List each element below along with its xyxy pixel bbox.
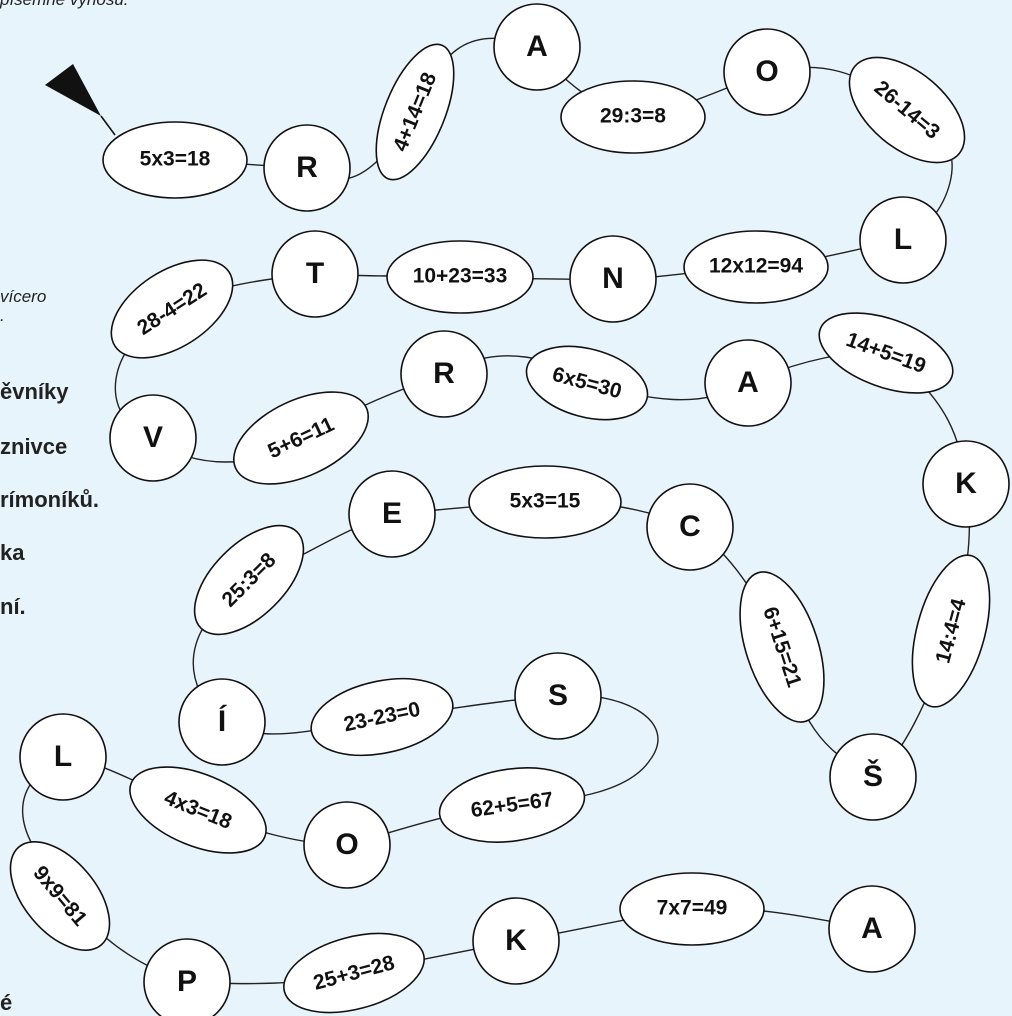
node-13: 28-4=22	[110, 259, 234, 359]
node-28: Í	[178, 678, 266, 766]
letter-label: R	[433, 357, 455, 390]
node-12: T	[271, 230, 359, 318]
letter-label: Š	[863, 759, 883, 793]
node-30: S	[514, 652, 602, 740]
node-29: 23-23=0	[310, 677, 454, 757]
node-5: 29:3=8	[560, 80, 706, 154]
letter-label: R	[296, 151, 318, 184]
text-line-3: rímoníků.	[0, 487, 100, 512]
node-20: K	[922, 440, 1010, 528]
node-38: K	[472, 897, 560, 985]
node-23: 6+15=21	[739, 571, 825, 723]
node-37: 25+3=28	[283, 932, 425, 1014]
node-24: C	[646, 483, 734, 571]
text-line-2: znivce	[0, 434, 68, 459]
node-14: V	[109, 394, 197, 482]
letter-label: S	[548, 679, 568, 712]
equation-label: 12x12=94	[709, 255, 803, 278]
letter-label: O	[755, 55, 778, 88]
node-10: N	[569, 235, 657, 323]
text-line-5: ní.	[0, 594, 26, 619]
equation-label: 10+23=33	[413, 265, 508, 288]
node-17: 6x5=30	[525, 345, 649, 421]
node-35: 9x9=81	[9, 840, 111, 952]
text-line-1: ěvníky	[0, 379, 69, 404]
node-2: R	[263, 124, 351, 212]
node-9: 12x12=94	[683, 230, 829, 304]
node-25: 5x3=15	[468, 465, 622, 539]
node-6: O	[723, 28, 811, 116]
node-27: 25:3=8	[193, 524, 305, 636]
node-16: R	[400, 330, 488, 418]
node-15: 5+6=11	[232, 391, 370, 485]
node-18: A	[704, 339, 792, 427]
dot-fragment: .	[0, 306, 5, 325]
equation-label: 29:3=8	[600, 105, 666, 128]
node-32: O	[303, 801, 391, 889]
node-21: 14:4=4	[911, 554, 991, 708]
top-italic-fragment: písemné výnosu.	[0, 0, 129, 10]
node-26: E	[348, 470, 436, 558]
node-11: 10+23=33	[386, 240, 534, 314]
letter-label: A	[861, 912, 883, 945]
letter-label: L	[54, 740, 72, 773]
letter-label: T	[306, 257, 324, 290]
letter-label: V	[143, 421, 163, 454]
node-39: 7x7=49	[619, 872, 765, 946]
node-1: 5x3=18	[102, 121, 248, 199]
equation-label: 7x7=49	[657, 897, 728, 920]
text-line-4: ka	[0, 540, 25, 565]
letter-label: K	[955, 467, 977, 500]
node-7: 26-14=3	[848, 56, 966, 164]
letter-label: K	[505, 924, 527, 957]
letter-label: Í	[218, 704, 227, 738]
letter-label: C	[679, 510, 701, 543]
letter-label: L	[894, 223, 912, 256]
letter-label: E	[382, 497, 402, 530]
equation-label: 5x3=15	[510, 490, 581, 513]
letter-label: A	[526, 30, 548, 63]
letter-label: N	[602, 262, 624, 295]
letter-label: O	[335, 828, 358, 861]
node-34: L	[19, 713, 107, 801]
letter-label: P	[177, 965, 197, 998]
vicero-fragment: vícero	[0, 287, 47, 306]
letter-label: A	[737, 366, 759, 399]
node-4: A	[493, 3, 581, 91]
node-19: 14+5=19	[818, 312, 954, 394]
node-8: L	[859, 196, 947, 284]
node-3: 4+14=18	[375, 43, 455, 181]
node-22: Š	[829, 733, 917, 821]
node-36: P	[143, 938, 231, 1016]
node-40: A	[828, 885, 916, 973]
node-31: 62+5=67	[438, 767, 586, 843]
arrow-start-icon	[45, 64, 116, 136]
equation-label: 5x3=18	[140, 148, 211, 171]
node-33: 4x3=18	[129, 766, 267, 854]
bottom-fragment: é	[0, 990, 13, 1015]
